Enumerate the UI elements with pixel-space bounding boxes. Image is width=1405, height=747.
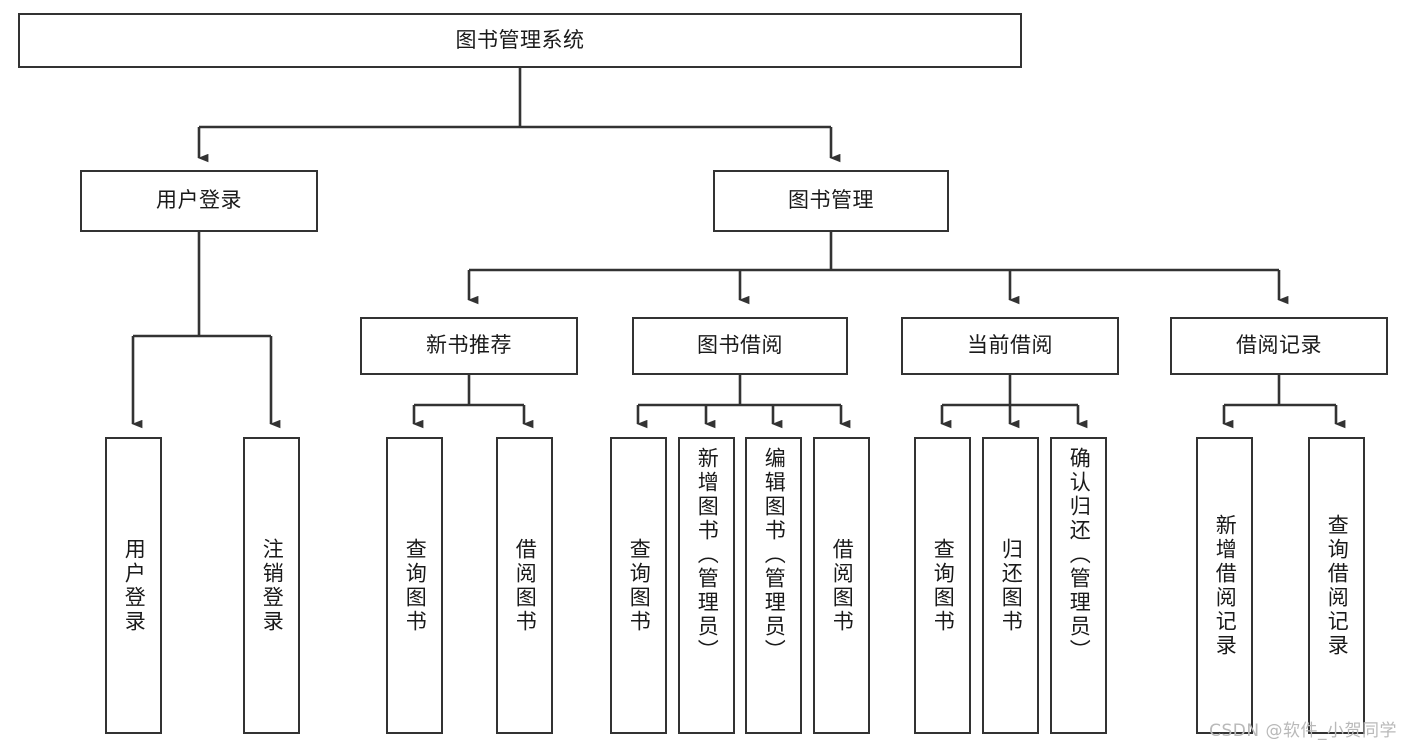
- node-leaf-add-book-label: 新增图书（管理员）: [695, 447, 720, 663]
- node-book-manage[interactable]: 图书管理: [713, 170, 949, 232]
- node-leaf-add-record-label: 新增借阅记录: [1213, 513, 1238, 658]
- node-leaf-borrow-book-1[interactable]: 借阅图书: [496, 437, 553, 734]
- node-leaf-query-book-1[interactable]: 查询图书: [386, 437, 443, 734]
- node-book-borrow-label: 图书借阅: [697, 333, 783, 358]
- node-leaf-user-login[interactable]: 用户登录: [105, 437, 162, 734]
- node-leaf-query-book-3[interactable]: 查询图书: [914, 437, 971, 734]
- node-root-label: 图书管理系统: [455, 27, 585, 52]
- node-leaf-user-login-label: 用户登录: [122, 537, 147, 634]
- node-leaf-query-book-2-label: 查询图书: [627, 537, 652, 634]
- node-book-borrow[interactable]: 图书借阅: [632, 317, 848, 375]
- node-leaf-borrow-book-2[interactable]: 借阅图书: [813, 437, 870, 734]
- node-leaf-logout-login-label: 注销登录: [260, 537, 285, 634]
- node-leaf-query-book-3-label: 查询图书: [931, 537, 956, 634]
- node-leaf-add-book[interactable]: 新增图书（管理员）: [678, 437, 735, 734]
- node-leaf-return-book[interactable]: 归还图书: [982, 437, 1039, 734]
- node-root[interactable]: 图书管理系统: [18, 13, 1022, 68]
- node-leaf-query-record[interactable]: 查询借阅记录: [1308, 437, 1365, 734]
- node-user-login-label: 用户登录: [156, 188, 242, 213]
- node-borrow-record[interactable]: 借阅记录: [1170, 317, 1388, 375]
- node-leaf-query-book-1-label: 查询图书: [403, 537, 428, 634]
- node-leaf-logout-login[interactable]: 注销登录: [243, 437, 300, 734]
- node-leaf-edit-book[interactable]: 编辑图书（管理员）: [745, 437, 802, 734]
- node-leaf-add-record[interactable]: 新增借阅记录: [1196, 437, 1253, 734]
- node-leaf-query-book-2[interactable]: 查询图书: [610, 437, 667, 734]
- node-leaf-edit-book-label: 编辑图书（管理员）: [762, 447, 787, 663]
- node-new-book-recommend[interactable]: 新书推荐: [360, 317, 578, 375]
- node-book-manage-label: 图书管理: [788, 188, 874, 213]
- node-leaf-confirm-return-label: 确认归还（管理员）: [1067, 447, 1092, 663]
- node-leaf-borrow-book-1-label: 借阅图书: [513, 537, 538, 634]
- node-current-borrow[interactable]: 当前借阅: [901, 317, 1119, 375]
- node-user-login[interactable]: 用户登录: [80, 170, 318, 232]
- node-leaf-confirm-return[interactable]: 确认归还（管理员）: [1050, 437, 1107, 734]
- node-leaf-query-record-label: 查询借阅记录: [1325, 513, 1350, 658]
- node-leaf-borrow-book-2-label: 借阅图书: [830, 537, 855, 634]
- node-leaf-return-book-label: 归还图书: [999, 537, 1024, 634]
- node-borrow-record-label: 借阅记录: [1236, 333, 1322, 358]
- node-new-book-recommend-label: 新书推荐: [426, 333, 512, 358]
- node-current-borrow-label: 当前借阅: [967, 333, 1053, 358]
- watermark: CSDN @软件_小贺同学: [1209, 721, 1397, 741]
